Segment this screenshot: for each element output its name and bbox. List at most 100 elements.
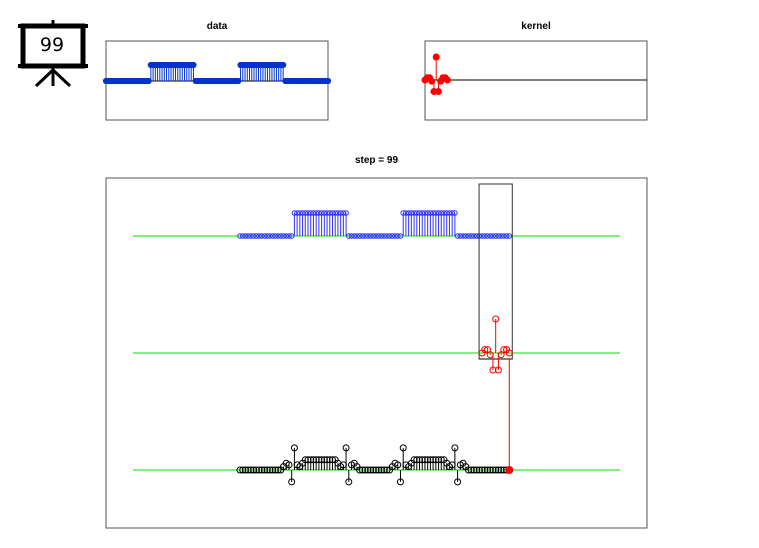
- stem-marker: [383, 466, 391, 474]
- stem-marker: [263, 466, 271, 474]
- stem-marker: [434, 88, 442, 95]
- stem-marker: [481, 466, 489, 474]
- stem-marker: [247, 466, 255, 474]
- data-plot-title: data: [206, 21, 228, 32]
- stem-marker: [486, 466, 494, 474]
- stem-marker: [399, 444, 407, 452]
- stem-marker: [358, 466, 366, 474]
- stem-marker: [190, 61, 197, 69]
- stem-marker: [428, 77, 436, 85]
- stem-marker: [451, 444, 459, 452]
- stem-marker: [396, 478, 404, 486]
- current-output-marker: [505, 466, 514, 474]
- kernel-stem-series: [421, 53, 647, 95]
- stem-marker: [494, 366, 502, 374]
- step-counter-value: 99: [39, 34, 65, 56]
- stem-marker: [460, 233, 466, 239]
- stem-marker: [255, 466, 263, 474]
- stem-marker: [258, 233, 265, 239]
- stem-marker: [280, 233, 287, 239]
- stem-marker: [467, 466, 475, 474]
- stem-marker: [454, 233, 461, 239]
- stem-marker: [484, 466, 492, 474]
- stem-marker: [361, 466, 369, 474]
- step-counter-badge: [18, 20, 88, 88]
- stem-marker: [261, 233, 268, 239]
- stem-marker: [471, 233, 477, 239]
- stem-marker: [244, 466, 252, 474]
- stem-marker: [280, 61, 287, 69]
- stem-marker: [473, 466, 481, 474]
- stem-marker: [356, 233, 363, 239]
- stem-marker: [239, 466, 247, 474]
- stem-marker: [372, 466, 380, 474]
- stem-marker: [503, 233, 510, 239]
- stem-marker: [375, 466, 383, 474]
- stem-marker: [464, 466, 472, 474]
- stem-marker: [475, 466, 483, 474]
- stem-marker: [288, 478, 296, 486]
- stem-marker: [494, 466, 502, 474]
- presentation-board-icon: [18, 20, 88, 88]
- stem-marker: [346, 233, 352, 239]
- stem-marker: [392, 233, 398, 239]
- stem-marker: [465, 233, 472, 239]
- stem-marker: [389, 233, 396, 239]
- stem-marker: [242, 233, 249, 239]
- stem-marker: [245, 233, 251, 239]
- stem-marker: [367, 466, 375, 474]
- stem-marker: [487, 233, 494, 239]
- stem-marker: [241, 466, 249, 474]
- stem-marker: [492, 466, 500, 474]
- stem-marker: [252, 466, 260, 474]
- stem-marker: [343, 210, 349, 216]
- stem-marker: [266, 466, 274, 474]
- stem-marker: [489, 466, 497, 474]
- stem-marker: [367, 233, 374, 239]
- stem-marker: [364, 466, 372, 474]
- stem-marker: [285, 461, 293, 469]
- stem-marker: [375, 233, 382, 239]
- stem-marker: [495, 233, 502, 239]
- stem-marker: [359, 233, 366, 239]
- stem-marker: [432, 53, 440, 61]
- stem-marker: [377, 466, 385, 474]
- stem-marker: [351, 233, 358, 239]
- stem-marker: [468, 233, 475, 239]
- stem-marker: [290, 444, 298, 452]
- stem-marker: [457, 233, 464, 239]
- stem-marker: [274, 466, 282, 474]
- stem-marker: [356, 466, 364, 474]
- stem-marker: [237, 233, 243, 239]
- stem-marker: [394, 461, 402, 469]
- stem-marker: [354, 233, 360, 239]
- kernel-plot-title: kernel: [521, 21, 551, 32]
- stem-marker: [484, 233, 491, 239]
- stem-marker: [454, 478, 462, 486]
- stem-marker: [275, 233, 281, 239]
- stem-marker: [342, 444, 350, 452]
- stem-marker: [479, 233, 485, 239]
- stem-marker: [272, 233, 279, 239]
- stem-marker: [497, 466, 505, 474]
- stem-marker: [264, 233, 271, 239]
- stem-marker: [362, 233, 368, 239]
- stem-marker: [253, 233, 260, 239]
- main-axes-frame: [105, 177, 648, 529]
- main-plot-series: [133, 183, 620, 486]
- stem-marker: [283, 233, 290, 239]
- stem-marker: [443, 76, 451, 84]
- stem-marker: [260, 466, 268, 474]
- stem-marker: [489, 366, 497, 374]
- stem-marker: [348, 233, 355, 239]
- stem-marker: [384, 233, 390, 239]
- stem-marker: [369, 466, 377, 474]
- stem-marker: [345, 478, 353, 486]
- stem-marker: [386, 233, 393, 239]
- stem-marker: [250, 233, 257, 239]
- stem-marker: [380, 466, 388, 474]
- stem-marker: [248, 233, 254, 239]
- stem-marker: [482, 233, 488, 239]
- stem-marker: [470, 466, 478, 474]
